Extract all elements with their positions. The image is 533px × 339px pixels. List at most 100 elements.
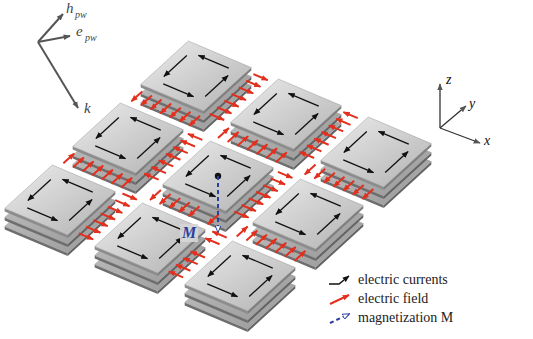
- plate-top: [231, 79, 342, 149]
- current-arrow: [69, 200, 92, 221]
- field-arrow: [169, 271, 183, 277]
- field-arrow: [189, 206, 200, 216]
- current-arrow: [198, 55, 228, 68]
- field-arrow: [115, 200, 129, 206]
- field-arrow: [305, 165, 316, 175]
- current-arrow: [208, 256, 231, 277]
- current-arrow: [253, 122, 283, 135]
- current-arrow: [28, 180, 51, 201]
- current-arrow: [95, 146, 125, 159]
- axis-line: [440, 106, 466, 128]
- current-arrow: [344, 132, 367, 153]
- field-arrow: [169, 198, 180, 208]
- field-arrow: [210, 114, 224, 120]
- metal-plate: [321, 117, 432, 190]
- field-arrow: [93, 220, 107, 226]
- field-arrow: [228, 132, 239, 142]
- field-arrow: [188, 134, 202, 140]
- legend-magnetization-sample: [330, 314, 349, 323]
- metal-plate: [253, 179, 364, 252]
- current-arrow: [164, 56, 187, 77]
- field-arrow: [271, 178, 285, 184]
- vector-subscript: pw: [75, 9, 87, 20]
- field-arrow: [102, 170, 113, 180]
- legend-current-sample: [329, 276, 349, 284]
- field-arrow: [237, 227, 248, 237]
- field-arrow: [217, 107, 231, 113]
- wave-vector: [38, 42, 78, 108]
- field-arrow: [73, 157, 84, 167]
- current-arrow: [254, 94, 277, 115]
- plate-top: [95, 203, 206, 273]
- current-arrow: [295, 114, 318, 135]
- magnetization-label: M: [180, 224, 198, 242]
- legend-samples: [329, 276, 349, 323]
- field-arrow: [253, 74, 267, 80]
- field-arrow: [256, 235, 267, 245]
- field-arrow: [173, 147, 187, 153]
- field-arrow: [151, 100, 162, 110]
- plate-top: [253, 179, 364, 249]
- field-arrow: [239, 87, 253, 93]
- current-arrow: [207, 284, 237, 297]
- legend-text: electric field: [358, 291, 428, 306]
- field-arrow: [343, 181, 354, 191]
- metal-plate: [185, 241, 296, 314]
- field-arrow: [63, 153, 74, 163]
- field-arrow: [256, 192, 270, 198]
- field-arrow: [300, 152, 314, 158]
- plate-stack: [5, 41, 432, 332]
- current-arrow: [249, 276, 272, 297]
- metal-plate: [231, 79, 342, 152]
- metal-plate: [95, 203, 206, 276]
- field-arrow: [314, 139, 328, 145]
- field-arrow: [160, 104, 171, 114]
- field-arrow: [334, 177, 345, 187]
- current-arrow: [137, 138, 160, 159]
- field-arrow: [159, 160, 173, 166]
- plate-top: [185, 241, 296, 311]
- field-arrow: [276, 152, 287, 162]
- field-arrow: [266, 148, 277, 158]
- field-arrow: [307, 145, 321, 151]
- field-arrow: [246, 81, 260, 87]
- field-arrow: [181, 140, 195, 146]
- current-arrow: [288, 93, 318, 106]
- vector-subscript: pw: [85, 32, 97, 43]
- current-arrow: [385, 152, 408, 173]
- metal-plate: [5, 165, 116, 238]
- field-arrow: [131, 91, 142, 101]
- legend-text: magnetization M: [358, 310, 453, 325]
- field-arrow: [189, 116, 200, 126]
- field-arrow: [152, 167, 166, 173]
- field-arrow: [212, 232, 226, 238]
- current-arrow: [186, 156, 209, 177]
- current-arrow: [118, 218, 141, 239]
- field-arrow: [329, 125, 343, 131]
- current-arrow: [62, 179, 92, 192]
- axis-line: [439, 84, 440, 128]
- field-arrow: [343, 112, 357, 118]
- field-arrow: [92, 166, 103, 176]
- field-arrow: [314, 169, 325, 179]
- field-arrow: [285, 247, 296, 257]
- metal-plate: [141, 41, 252, 114]
- current-arrow: [275, 222, 305, 235]
- field-arrow: [353, 185, 364, 195]
- field-arrow: [160, 194, 171, 204]
- field-arrow: [144, 174, 158, 180]
- current-arrow: [343, 160, 373, 173]
- current-arrow: [378, 131, 408, 144]
- plate-top: [321, 117, 432, 187]
- field-arrow: [79, 233, 93, 239]
- field-arrow: [232, 94, 246, 100]
- current-arrow: [227, 176, 250, 197]
- axis-line: [440, 128, 480, 143]
- field-arrow: [218, 128, 229, 138]
- vector-label: k: [84, 100, 91, 117]
- field-arrow: [224, 101, 238, 107]
- field-arrow: [294, 251, 305, 261]
- field-arrow: [266, 239, 277, 249]
